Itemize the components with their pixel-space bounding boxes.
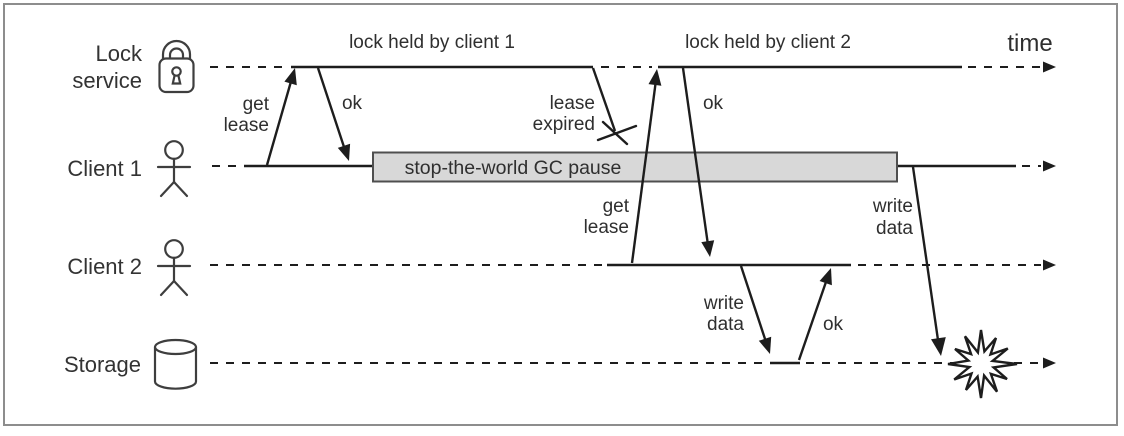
client1-label: Client 1 [67,156,142,181]
client2-arrowhead-icon [1043,259,1056,271]
lease-expiry-drop-line [591,67,617,132]
get-lease-1-label-line1: get [243,94,270,115]
lock-service-label-line1: Lock [96,41,143,66]
gc-pause-label: stop-the-world GC pause [405,157,622,179]
storage-arrowhead-icon [1043,357,1056,369]
write-data-2-label-line2: data [876,218,913,239]
client2-label: Client 2 [67,254,142,279]
lock-service-label-line2: service [72,68,142,93]
gc-pause-box [372,151,898,183]
client1-person-icon [156,140,192,198]
lease-expired-label-line2: expired [533,114,595,135]
lock-held-2-label: lock held by client 2 [685,32,851,53]
client2-person-icon [156,239,192,297]
lock-service-arrowhead-icon [1043,61,1056,73]
write-data-2-arrow [911,166,946,356]
client1-arrowhead-icon [1043,160,1056,172]
storage-timeline [210,357,1056,369]
ok-3-arrow [797,268,832,361]
lock-held-1-label: lock held by client 1 [349,32,515,53]
time-axis-label: time [1007,30,1052,57]
write-data-2-label-line1: write [872,196,913,217]
write-data-1-arrow [739,265,772,354]
lock-service-timeline [210,61,1056,132]
ok-3-label: ok [823,314,844,335]
client2-timeline [210,259,1056,271]
diagram-border [3,3,1118,426]
padlock-icon [158,39,195,94]
get-lease-2-label-line1: get [603,196,630,217]
write-data-1-label-line1: write [703,293,744,314]
ok-2-label: ok [703,93,724,114]
lease-expired-cross-icon [596,120,638,146]
storage-label: Storage [64,352,141,377]
write-data-1-label-line2: data [707,314,744,335]
get-lease-2-arrow [630,69,662,264]
ok-1-label: ok [342,93,363,114]
get-lease-1-label-line2: lease [224,115,269,136]
ok-1-arrow [316,67,351,161]
database-icon [153,338,198,390]
explosion-icon [947,329,1018,399]
get-lease-2-label-line2: lease [584,217,629,238]
ok-2-arrow [681,67,715,257]
get-lease-1-arrow [265,68,297,166]
lease-expired-label-line1: lease [550,93,595,114]
